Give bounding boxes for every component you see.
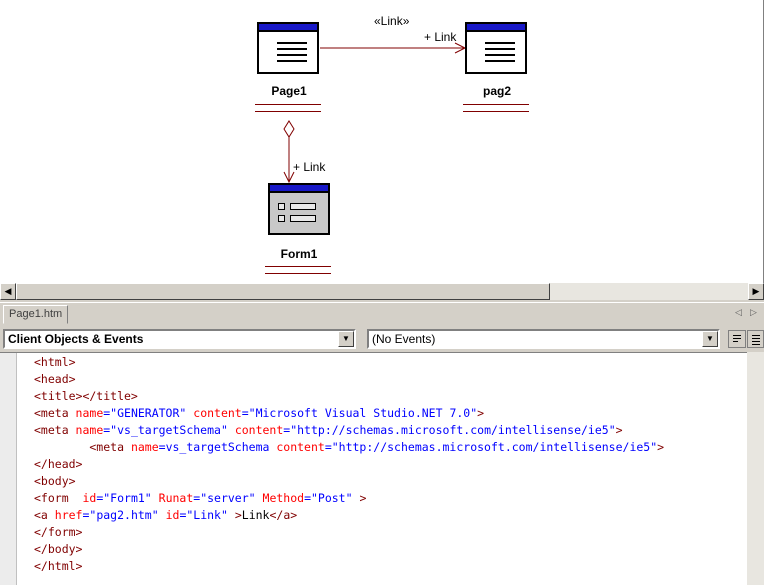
dropdown-value: Client Objects & Events	[8, 332, 144, 346]
underline	[463, 104, 529, 105]
code-token: content	[276, 440, 325, 454]
arrowhead-form1	[283, 171, 295, 184]
code-token: Link	[241, 508, 270, 522]
code-token: name	[75, 423, 104, 437]
code-token: </html>	[34, 559, 83, 573]
code-token: =vs_targetSchema	[158, 440, 277, 454]
code-line[interactable]: <body>	[34, 473, 664, 490]
code-editor[interactable]: <html><head><title></title><meta name="G…	[0, 352, 764, 585]
code-line[interactable]: <meta name="vs_targetSchema" content="ht…	[34, 422, 664, 439]
code-token: name	[130, 440, 159, 454]
form-icon	[268, 183, 330, 235]
code-line[interactable]: </head>	[34, 456, 664, 473]
stereotype-label: «Link»	[374, 14, 410, 28]
scrollbar-thumb[interactable]	[16, 283, 550, 300]
vertical-scrollbar[interactable]	[747, 352, 764, 585]
code-token: content	[193, 406, 242, 420]
node-label: pag2	[482, 84, 511, 98]
left-arrow-icon[interactable]: ◀	[0, 283, 16, 300]
underline	[255, 104, 321, 105]
code-line[interactable]: <form id="Form1" Runat="server" Method="…	[34, 490, 664, 507]
code-token: Runat	[158, 491, 194, 505]
code-token: ="Form1"	[96, 491, 159, 505]
document-tab-strip: Page1.htm ◁ ▷	[0, 302, 764, 324]
chevron-down-icon[interactable]: ▼	[338, 331, 354, 347]
triangle-right-icon[interactable]: ▷	[750, 307, 757, 317]
detail-view-icon[interactable]	[747, 330, 764, 348]
code-line[interactable]: <a href="pag2.htm" id="Link" >Link</a>	[34, 507, 664, 524]
dropdown-value: (No Events)	[372, 332, 436, 346]
code-token: </body>	[34, 542, 83, 556]
code-token: <a	[34, 508, 55, 522]
code-token: <title></title>	[34, 389, 138, 403]
code-line[interactable]: <meta name="GENERATOR" content="Microsof…	[34, 405, 664, 422]
underline	[463, 111, 529, 112]
code-token: id	[165, 508, 180, 522]
page-icon	[465, 22, 527, 74]
code-token: <body>	[34, 474, 76, 488]
navigation-bar: Client Objects & Events ▼ (No Events) ▼	[0, 326, 764, 352]
code-line[interactable]: </html>	[34, 558, 664, 575]
code-line[interactable]: <title></title>	[34, 388, 664, 405]
role-label: + Link	[424, 30, 457, 44]
code-token: ="http://schemas.microsoft.com/intellise…	[283, 423, 616, 437]
code-token: <form	[34, 491, 83, 505]
node-form1[interactable]: Form1	[258, 181, 340, 277]
code-token: </form>	[34, 525, 83, 539]
node-label: Form1	[280, 247, 318, 261]
tab-page1-htm[interactable]: Page1.htm	[3, 305, 69, 324]
code-token: ="Post"	[304, 491, 360, 505]
code-token: >	[359, 491, 367, 505]
code-token: <meta	[34, 440, 131, 454]
node-label: Page1	[271, 84, 307, 98]
code-line[interactable]: <html>	[34, 354, 664, 371]
code-token: <html>	[34, 355, 76, 369]
code-line[interactable]: <meta name=vs_targetSchema content="http…	[34, 439, 664, 456]
code-token: href	[54, 508, 83, 522]
class-diagram-canvas[interactable]: Page1 pag2 Form1 «Link» + Link + Link	[0, 0, 764, 283]
client-objects-dropdown[interactable]: Client Objects & Events ▼	[3, 329, 356, 349]
role-label: + Link	[293, 160, 326, 174]
code-token: ="Microsoft Visual Studio.NET 7.0"	[241, 406, 478, 420]
code-token: name	[75, 406, 104, 420]
code-token: <meta	[34, 406, 76, 420]
code-token: ="http://schemas.microsoft.com/intellise…	[324, 440, 658, 454]
code-token: <head>	[34, 372, 76, 386]
underline	[265, 273, 331, 274]
page-icon	[257, 22, 319, 74]
horizontal-scrollbar[interactable]: ◀ ▶	[0, 283, 764, 300]
code-line[interactable]: </body>	[34, 541, 664, 558]
events-dropdown[interactable]: (No Events) ▼	[367, 329, 720, 349]
code-token: ="pag2.htm"	[82, 508, 166, 522]
right-arrow-icon[interactable]: ▶	[748, 283, 764, 300]
code-token: ="Link"	[179, 508, 235, 522]
code-token: content	[234, 423, 284, 437]
diagram-connectors	[283, 42, 467, 184]
code-token: </a>	[269, 508, 298, 522]
code-line[interactable]: </form>	[34, 524, 664, 541]
code-token: >	[615, 423, 623, 437]
underline	[265, 266, 331, 267]
code-token: ="GENERATOR"	[103, 406, 194, 420]
code-token: <meta	[34, 423, 76, 437]
node-page1[interactable]: Page1	[248, 20, 330, 116]
list-view-icon[interactable]	[728, 330, 746, 348]
code-token: >	[657, 440, 665, 454]
code-token: >	[234, 508, 242, 522]
chevron-down-icon[interactable]: ▼	[702, 331, 718, 347]
code-token: </head>	[34, 457, 83, 471]
aggregation-diamond	[283, 120, 295, 138]
triangle-left-icon[interactable]: ◁	[735, 307, 742, 317]
code-token: id	[82, 491, 97, 505]
code-token: >	[477, 406, 485, 420]
code-token: ="vs_targetSchema"	[103, 423, 235, 437]
underline	[255, 111, 321, 112]
code-line[interactable]: <head>	[34, 371, 664, 388]
node-pag2[interactable]: pag2	[456, 20, 538, 116]
editor-gutter[interactable]	[0, 353, 17, 585]
source-code[interactable]: <html><head><title></title><meta name="G…	[34, 354, 664, 575]
code-token: ="server"	[193, 491, 263, 505]
code-token: Method	[262, 491, 305, 505]
